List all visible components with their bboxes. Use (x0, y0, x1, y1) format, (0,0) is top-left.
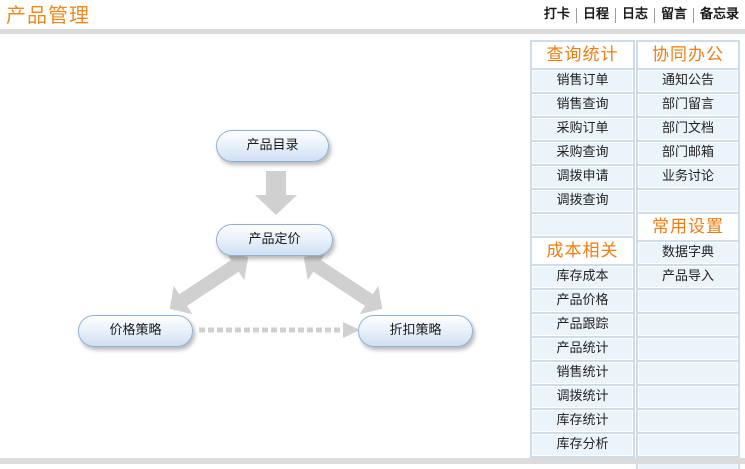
menu-item-sales-query[interactable]: 销售查询 (532, 94, 633, 116)
link-schedule[interactable]: 日程 (582, 7, 609, 22)
page-title: 产品管理 (6, 3, 90, 27)
flow-diagram-arrows (169, 171, 383, 338)
link-separator (575, 7, 577, 23)
link-separator (653, 7, 655, 23)
double-arrow-right-icon (303, 251, 383, 315)
menu-item-dept-mailbox[interactable]: 部门邮箱 (638, 142, 738, 164)
menu-item-transfer-query[interactable]: 调拨查询 (532, 190, 633, 212)
menu-item-product-import[interactable]: 产品导入 (638, 266, 738, 288)
header-divider (0, 29, 745, 34)
menu-item-empty (638, 386, 738, 408)
menu-item-sales-stats[interactable]: 销售统计 (532, 362, 633, 384)
menu-item-inventory-cost[interactable]: 库存成本 (532, 266, 633, 288)
double-arrow-left-icon (169, 251, 249, 315)
menu-item-transfer-request[interactable]: 调拨申请 (532, 166, 633, 188)
menu-header-office: 协同办公 (638, 42, 738, 68)
menu-item-dept-message[interactable]: 部门留言 (638, 94, 738, 116)
menu-item-dept-docs[interactable]: 部门文档 (638, 118, 738, 140)
node-product-pricing[interactable]: 产品定价 (216, 224, 333, 256)
menu-header-settings: 常用设置 (638, 214, 738, 240)
node-product-catalog[interactable]: 产品目录 (216, 130, 329, 162)
menu-item-inventory-stats[interactable]: 库存统计 (532, 410, 633, 432)
menu-item-inventory-analysis[interactable]: 库存分析 (532, 434, 633, 456)
node-price-strategy[interactable]: 价格策略 (78, 315, 193, 347)
menu-item-empty (638, 290, 738, 312)
menu-item-product-stats[interactable]: 产品统计 (532, 338, 633, 360)
menu-item-empty (638, 434, 738, 456)
link-memo[interactable]: 备忘录 (699, 7, 739, 22)
menu-item-empty (638, 362, 738, 384)
menu-item-transfer-stats[interactable]: 调拨统计 (532, 386, 633, 408)
top-links: 打卡 日程 日志 留言 备忘录 (538, 6, 739, 24)
menu-item-empty (532, 214, 633, 236)
menu-item-purchase-query[interactable]: 采购查询 (532, 142, 633, 164)
menu-item-data-dictionary[interactable]: 数据字典 (638, 242, 738, 264)
node-discount-strategy[interactable]: 折扣策略 (358, 315, 473, 347)
menu-item-empty (638, 314, 738, 336)
menu-item-purchase-order[interactable]: 采购订单 (532, 118, 633, 140)
menu-panel-query-cost: 查询统计 销售订单 销售查询 采购订单 采购查询 调拨申请 调拨查询 成本相关 … (530, 40, 635, 458)
link-separator (692, 7, 694, 23)
menu-item-product-tracking[interactable]: 产品跟踪 (532, 314, 633, 336)
menu-item-notice[interactable]: 通知公告 (638, 70, 738, 92)
menu-item-sales-order[interactable]: 销售订单 (532, 70, 633, 92)
menu-item-product-price[interactable]: 产品价格 (532, 290, 633, 312)
menu-item-business-discussion[interactable]: 业务讨论 (638, 166, 738, 188)
link-log[interactable]: 日志 (621, 7, 648, 22)
menu-header-query-stats: 查询统计 (532, 42, 633, 68)
arrow-down-icon (255, 171, 297, 215)
menu-header-cost: 成本相关 (532, 238, 633, 264)
link-clock-in[interactable]: 打卡 (543, 7, 570, 22)
menu-item-empty (638, 338, 738, 360)
menu-panel-office-settings: 协同办公 通知公告 部门留言 部门文档 部门邮箱 业务讨论 常用设置 数据字典 … (636, 40, 740, 469)
menu-item-empty (638, 190, 738, 212)
link-separator (614, 7, 616, 23)
menu-item-empty (638, 410, 738, 432)
footer-divider (0, 458, 745, 464)
dashed-arrow-icon (199, 322, 360, 338)
link-message[interactable]: 留言 (660, 7, 687, 22)
